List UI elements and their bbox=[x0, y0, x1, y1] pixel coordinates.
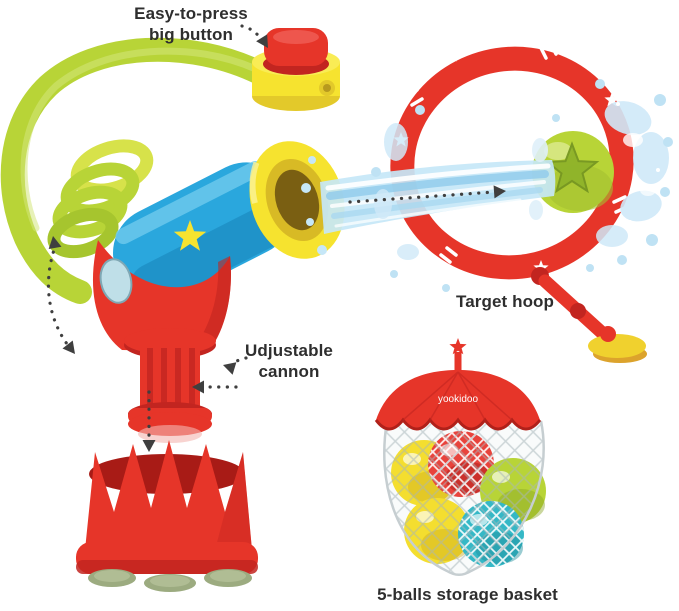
label-adjustable-cannon: Udjustable cannon bbox=[228, 341, 350, 382]
label-target-hoop: Target hoop bbox=[430, 292, 580, 313]
cannon-stand bbox=[124, 328, 216, 443]
water-splashes bbox=[371, 79, 673, 292]
body-window bbox=[99, 258, 133, 304]
target-hoop bbox=[390, 40, 647, 363]
storage-basket: yookidoo bbox=[374, 338, 546, 576]
label-big-button-line2: big button bbox=[148, 24, 234, 44]
label-adjustable-cannon-line2: cannon bbox=[258, 361, 320, 381]
suction-cups bbox=[88, 569, 252, 592]
arrow-water-flow bbox=[348, 190, 496, 204]
basket-canopy: yookidoo bbox=[374, 338, 542, 431]
label-storage-basket: 5-balls storage basket bbox=[350, 585, 585, 606]
label-big-button-line1: Easy-to-press bbox=[134, 4, 248, 23]
crown-base bbox=[76, 440, 258, 592]
press-button bbox=[252, 28, 340, 111]
cannon-bellows bbox=[47, 139, 154, 259]
hose bbox=[0, 37, 274, 304]
barrel-star bbox=[173, 220, 207, 251]
cannon-body bbox=[92, 240, 232, 352]
canopy-brand-text: yookidoo bbox=[438, 394, 478, 405]
label-adjustable-cannon-line1: Udjustable bbox=[245, 341, 333, 360]
cannon-barrel bbox=[113, 160, 298, 306]
arrow-heads bbox=[48, 34, 506, 452]
label-big-button: Easy-to-press big button bbox=[96, 4, 286, 45]
label-storage-basket-text: 5-balls storage basket bbox=[377, 585, 558, 604]
arrow-to-cannon bbox=[228, 356, 248, 365]
label-target-hoop-text: Target hoop bbox=[455, 292, 555, 311]
